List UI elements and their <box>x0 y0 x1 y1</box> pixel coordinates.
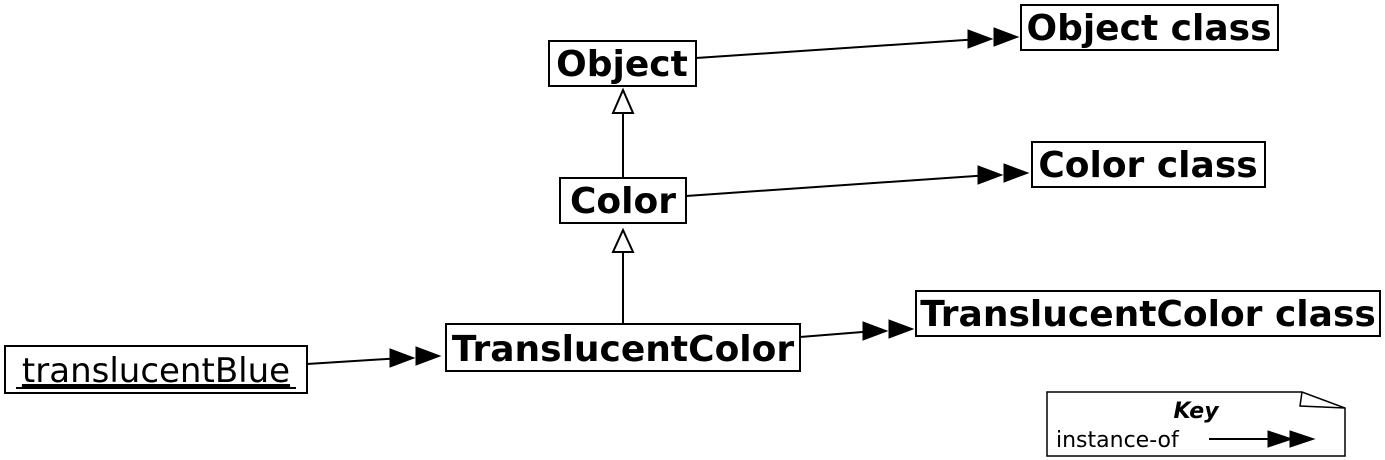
node-object-class: Object class <box>1020 4 1279 51</box>
instance-of-edge-object-to-object-class <box>695 27 1020 59</box>
node-translucent-color: TranslucentColor <box>445 323 801 372</box>
instance-of-edge-translucentblue-to-translucentcolor <box>306 346 442 368</box>
node-object: Object <box>548 40 697 87</box>
node-color-class-label: Color class <box>1038 145 1257 186</box>
node-translucent-color-class-label: TranslucentColor class <box>920 294 1376 335</box>
instance-of-edge-color-to-color-class <box>685 163 1030 197</box>
key-title: Key <box>1173 399 1220 424</box>
key-instance-of-label: instance-of <box>1056 428 1180 453</box>
key-legend: Key instance-of <box>1046 391 1346 457</box>
key-instance-of-arrow <box>1209 430 1316 448</box>
node-object-label: Object <box>556 44 688 85</box>
node-translucent-color-label: TranslucentColor <box>452 329 794 370</box>
node-color: Color <box>559 177 687 224</box>
node-color-label: Color <box>570 181 676 222</box>
node-translucent-color-class: TranslucentColor class <box>915 290 1381 337</box>
node-translucent-blue-instance: translucentBlue <box>4 345 308 394</box>
inherits-edge-color-to-object <box>611 87 635 178</box>
node-color-class: Color class <box>1031 141 1266 188</box>
key-note-fold <box>1299 391 1346 409</box>
instance-of-edge-translucentcolor-to-class <box>799 319 915 341</box>
node-object-class-label: Object class <box>1026 8 1271 49</box>
inherits-edge-translucentcolor-to-color <box>611 227 635 324</box>
node-translucent-blue-label: translucentBlue <box>22 351 290 391</box>
